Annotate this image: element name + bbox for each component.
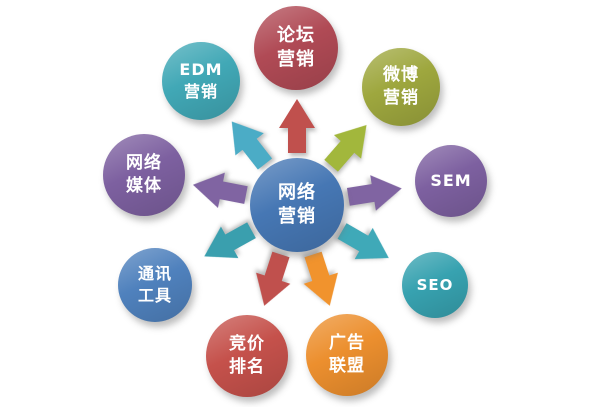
arrow-bidding-rank — [256, 251, 291, 306]
node-center-label: 网络 营销 — [278, 181, 316, 227]
node-edm-marketing: EDM 营销 — [162, 42, 240, 120]
arrow-im-tools — [204, 222, 256, 259]
node-sem: SEM — [415, 145, 487, 217]
node-im-tools-label: 通讯 工具 — [137, 264, 172, 305]
arrow-edm-marketing — [231, 121, 273, 170]
arrow-web-media — [192, 172, 248, 208]
node-center-network-marketing: 网络 营销 — [250, 158, 344, 252]
arrow-seo — [337, 223, 389, 260]
arrow-ad-alliance — [303, 251, 338, 306]
node-weibo-marketing: 微博 营销 — [362, 48, 440, 126]
arrow-forum-marketing — [279, 99, 315, 153]
node-weibo-marketing-label: 微博 营销 — [383, 65, 419, 108]
arrow-sem — [346, 175, 402, 211]
node-forum-marketing-label: 论坛 营销 — [277, 24, 315, 70]
node-edm-marketing-label: EDM 营销 — [179, 60, 223, 101]
node-sem-label: SEM — [430, 171, 472, 191]
node-bidding-rank: 竞价 排名 — [206, 315, 288, 397]
node-ad-alliance-label: 广告 联盟 — [329, 333, 365, 376]
node-bidding-rank-label: 竞价 排名 — [229, 334, 265, 377]
node-ad-alliance: 广告 联盟 — [306, 314, 388, 396]
node-web-media: 网络 媒体 — [103, 134, 185, 216]
node-forum-marketing: 论坛 营销 — [254, 6, 338, 90]
node-web-media-label: 网络 媒体 — [126, 153, 162, 196]
node-im-tools: 通讯 工具 — [118, 248, 192, 322]
node-seo: SEO — [402, 252, 468, 318]
node-seo-label: SEO — [416, 275, 454, 294]
arrow-weibo-marketing — [324, 125, 367, 172]
